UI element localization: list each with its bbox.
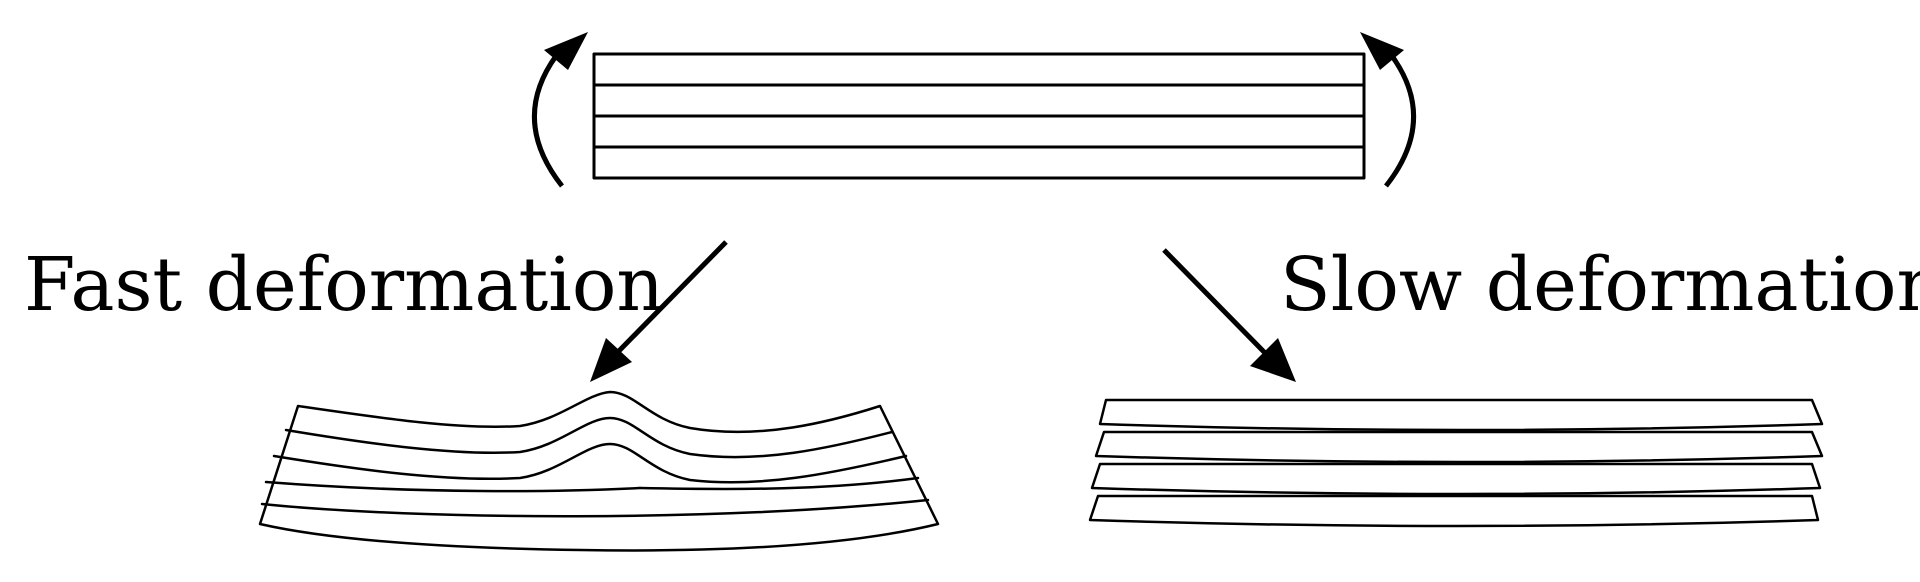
arrow-to-fast-shaft [612, 240, 728, 358]
bending-arrow-left-shaft [531, 54, 564, 188]
fast-deformation-layers [258, 390, 940, 552]
bending-arrow-right-shaft [1384, 54, 1417, 188]
arrow-to-slow-head [1250, 338, 1296, 382]
arrow-to-slow-shaft [1162, 248, 1270, 358]
arrow-to-slow [1162, 248, 1296, 382]
slow-layer [1098, 398, 1824, 432]
fast-layer-boundary [260, 498, 930, 518]
slow-deformation-label: Slow deformation [1280, 242, 1920, 328]
fast-layer-boundary [264, 480, 642, 493]
fast-layer-boundary [284, 416, 894, 459]
fast-layer-boundary [638, 476, 920, 491]
bending-arrow-left-head [544, 32, 588, 70]
fast-deformation-label: Fast deformation [24, 242, 665, 328]
bending-arrow-right [1360, 32, 1417, 188]
arrow-to-fast-head [590, 338, 632, 382]
bending-arrow-left [531, 32, 588, 188]
initial-layer-stack [592, 52, 1366, 180]
slow-layer [1094, 430, 1824, 464]
arrow-to-fast [590, 240, 728, 382]
bending-arrow-right-head [1360, 32, 1404, 70]
slow-deformation-layers [1088, 398, 1824, 528]
fast-layer-boundary [272, 442, 908, 484]
slow-layer [1088, 494, 1820, 528]
slow-layer [1090, 462, 1822, 496]
